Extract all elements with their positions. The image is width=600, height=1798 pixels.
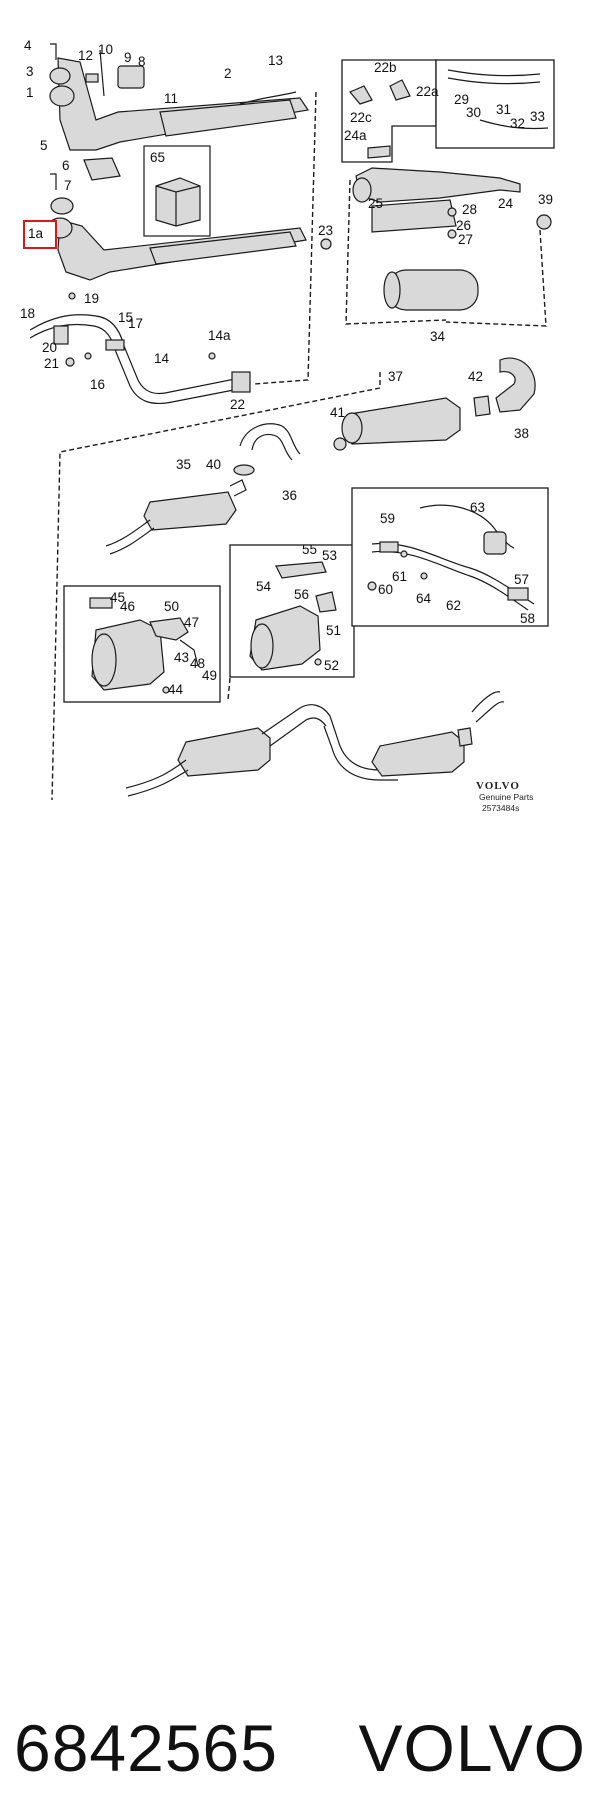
callout-19: 19	[84, 291, 99, 306]
manifold-assembly-lower	[47, 145, 307, 281]
callout-6: 6	[62, 158, 70, 173]
callout-28: 28	[462, 202, 477, 217]
callout-7: 7	[64, 178, 72, 193]
brand-name: VOLVO	[358, 1711, 586, 1785]
leader-dash-upper	[253, 91, 317, 385]
callout-33: 33	[530, 109, 545, 124]
callout-24: 24	[498, 196, 514, 211]
callout-40: 40	[206, 457, 221, 472]
callout-4: 4	[24, 38, 32, 53]
callout-8: 8	[138, 54, 146, 69]
callout-35: 35	[176, 457, 191, 472]
callout-45: 45	[110, 590, 125, 605]
callout-62: 62	[446, 598, 461, 613]
callout-24a: 24a	[344, 128, 367, 143]
exhaust-system-diagram: VOLVO Genuine Parts 2573484s 11a23456789…	[0, 0, 600, 840]
callout-25: 25	[368, 196, 383, 211]
leader-dash-right	[345, 179, 547, 327]
logo-code: 2573484s	[482, 803, 519, 813]
muffler-bracket-frame-center	[229, 544, 355, 678]
callout-15: 15	[118, 310, 133, 325]
callout-29: 29	[454, 92, 469, 107]
callout-64: 64	[416, 591, 432, 606]
callout-53: 53	[322, 548, 337, 563]
callout-32: 32	[510, 116, 525, 131]
callout-56: 56	[294, 587, 309, 602]
callout-60: 60	[378, 582, 393, 597]
callout-14: 14	[154, 351, 170, 366]
callout-17: 17	[128, 316, 143, 331]
callout-13: 13	[268, 53, 283, 68]
callout-12: 12	[78, 48, 93, 63]
callout-16: 16	[90, 377, 105, 392]
rear-muffler-group	[105, 357, 536, 555]
callout-59: 59	[380, 511, 395, 526]
callout-27: 27	[458, 232, 473, 247]
manifold-assembly-top	[49, 43, 310, 151]
callout-46: 46	[120, 599, 135, 614]
callout-30: 30	[466, 105, 481, 120]
callout-44: 44	[168, 682, 184, 697]
callout-22a: 22a	[416, 84, 439, 99]
callout-43: 43	[174, 650, 189, 665]
callout-14a: 14a	[208, 328, 231, 343]
highlight-box	[23, 220, 57, 249]
callout-57: 57	[514, 572, 529, 587]
part-number: 6842565	[14, 1711, 278, 1785]
callout-18: 18	[20, 306, 35, 321]
callout-61: 61	[392, 569, 407, 584]
callout-20: 20	[42, 340, 57, 355]
callout-47: 47	[184, 615, 199, 630]
callout-3: 3	[26, 64, 34, 79]
callout-22: 22	[230, 397, 245, 412]
callout-34: 34	[430, 329, 446, 344]
callout-23: 23	[318, 223, 333, 238]
callout-36: 36	[282, 488, 297, 503]
callout-22b: 22b	[374, 60, 397, 75]
callout-41: 41	[330, 405, 345, 420]
callout-63: 63	[470, 500, 485, 515]
callout-21: 21	[44, 356, 59, 371]
callout-54: 54	[256, 579, 272, 594]
leader-dash-bottom	[227, 677, 231, 701]
logo-subtitle: Genuine Parts	[479, 792, 533, 802]
callout-5: 5	[40, 138, 48, 153]
callout-1: 1	[26, 85, 34, 100]
callout-50: 50	[164, 599, 179, 614]
callout-37: 37	[388, 369, 403, 384]
front-pipe	[29, 292, 251, 405]
callout-58: 58	[520, 611, 535, 626]
callout-38: 38	[514, 426, 529, 441]
caption-bar: 6842565 VOLVO	[0, 840, 600, 1785]
callout-52: 52	[324, 658, 339, 673]
callout-2: 2	[224, 66, 232, 81]
callout-1a: 1a	[28, 226, 44, 241]
callout-51: 51	[326, 623, 341, 638]
callout-42: 42	[468, 369, 483, 384]
callout-22c: 22c	[350, 110, 372, 125]
callout-49: 49	[202, 668, 217, 683]
callout-10: 10	[98, 42, 113, 57]
callout-26: 26	[456, 218, 471, 233]
callout-39: 39	[538, 192, 553, 207]
logo-brand: VOLVO	[476, 780, 520, 792]
callout-65: 65	[150, 150, 165, 165]
rear-exhaust-alternate	[125, 691, 505, 797]
callout-31: 31	[496, 102, 511, 117]
callout-48: 48	[190, 656, 205, 671]
catalytic-converter-group	[320, 59, 555, 311]
hanger-frame-right	[351, 487, 549, 627]
callout-55: 55	[302, 542, 317, 557]
muffler-bracket-frame-left	[63, 585, 221, 703]
leader-dash-middle	[51, 372, 381, 801]
callout-11: 11	[164, 91, 178, 106]
callout-9: 9	[124, 50, 132, 65]
